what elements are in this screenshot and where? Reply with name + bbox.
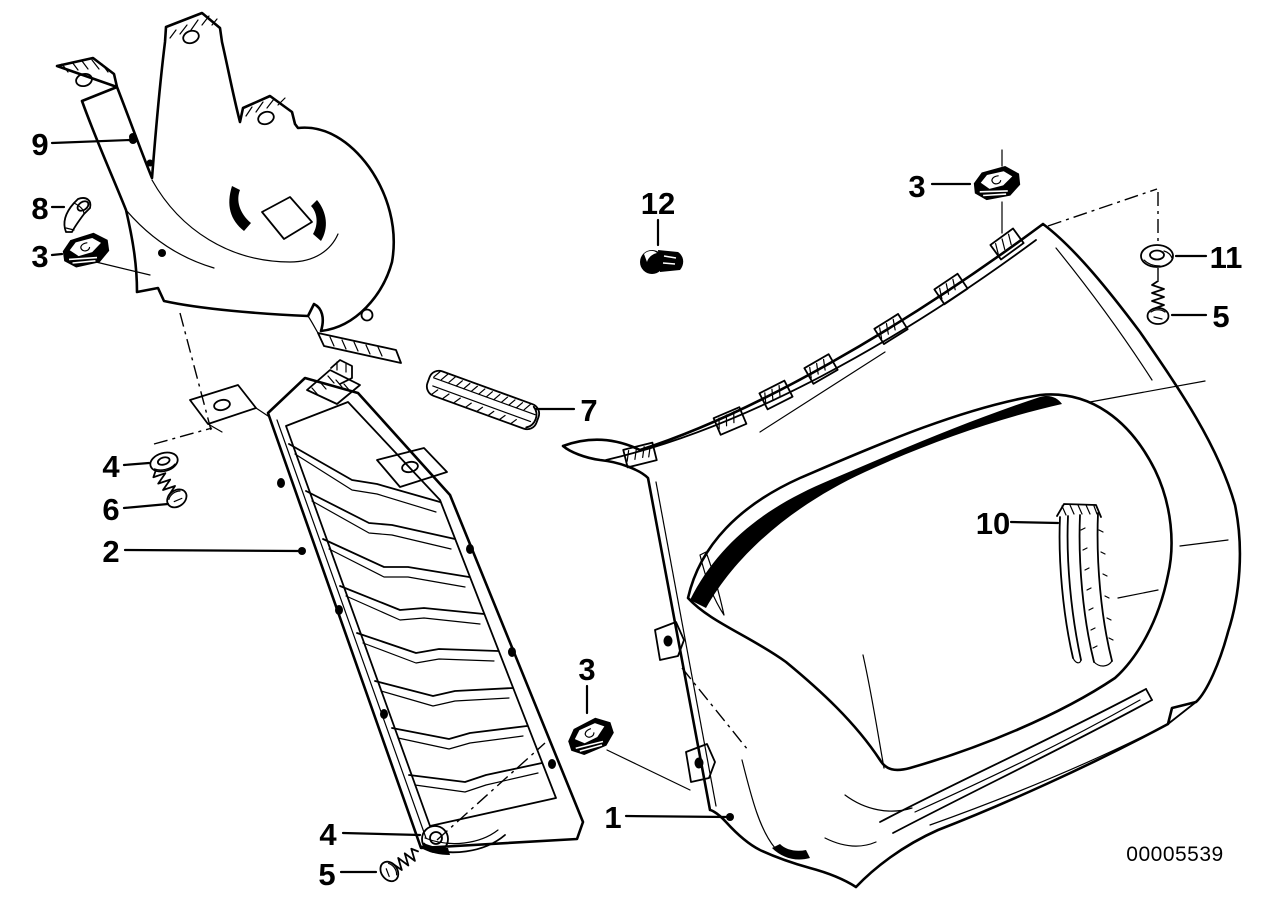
callout-label[interactable]: 5 (1212, 299, 1229, 334)
callout-label[interactable]: 11 (1210, 240, 1243, 275)
callout-label[interactable]: 8 (31, 191, 48, 226)
callout-label[interactable]: 6 (102, 492, 119, 527)
callout-4-top[interactable]: 4 (102, 449, 151, 484)
image-code: 00005539 (1126, 843, 1223, 866)
speed-nut-clip-icon (973, 166, 1021, 201)
callout-5-bottom[interactable]: 5 (318, 857, 378, 892)
alignment-lines (95, 149, 1159, 841)
part-7-rub-strip-icon (425, 369, 541, 431)
callout-1[interactable]: 1 (604, 800, 734, 835)
part-2-louvered-grille-icon (189, 359, 585, 855)
callout-11[interactable]: 11 (1174, 240, 1243, 275)
grommet-nut-icon (640, 250, 684, 274)
callout-label[interactable]: 3 (908, 169, 925, 204)
callout-label[interactable]: 5 (318, 857, 335, 892)
callout-label[interactable]: 4 (102, 449, 120, 484)
callout-label[interactable]: 7 (580, 393, 597, 428)
callout-label[interactable]: 3 (578, 652, 595, 687)
part-1-side-panel-icon (561, 222, 1242, 889)
callout-2[interactable]: 2 (102, 534, 306, 569)
callout-3-mid[interactable]: 3 (578, 652, 596, 715)
callout-8[interactable]: 8 (31, 191, 66, 226)
callout-label[interactable]: 1 (604, 800, 621, 835)
callout-12[interactable]: 12 (641, 186, 675, 247)
callout-3-topright[interactable]: 3 (908, 169, 972, 204)
callout-6[interactable]: 6 (102, 492, 170, 527)
callout-9[interactable]: 9 (31, 127, 137, 162)
screw-icon (152, 469, 188, 509)
callout-10[interactable]: 10 (976, 506, 1060, 541)
screw-icon (379, 847, 419, 883)
callout-4-bottom[interactable]: 4 (319, 817, 422, 852)
callout-label[interactable]: 3 (31, 239, 48, 274)
callouts: 9 8 3 4 6 2 12 7 (31, 127, 1242, 892)
washer-icon (421, 825, 449, 853)
callout-label[interactable]: 10 (976, 506, 1010, 541)
washer-icon (149, 451, 179, 473)
push-rivet-icon (63, 197, 92, 233)
speed-nut-clip-icon (62, 232, 110, 268)
callout-label[interactable]: 9 (31, 127, 48, 162)
screw-icon (1146, 280, 1170, 325)
washer-icon (1140, 244, 1174, 268)
callout-label[interactable]: 2 (102, 534, 119, 569)
callout-label[interactable]: 4 (319, 817, 337, 852)
callout-5-right[interactable]: 5 (1170, 299, 1230, 334)
part-9-upper-bracket-panel-icon (55, 11, 402, 364)
speed-nut-clip-icon (568, 717, 614, 755)
part-10-trim-strip-icon (1056, 503, 1114, 667)
callout-7[interactable]: 7 (534, 393, 598, 428)
callout-3-left[interactable]: 3 (31, 239, 64, 274)
callout-label[interactable]: 12 (641, 186, 675, 221)
